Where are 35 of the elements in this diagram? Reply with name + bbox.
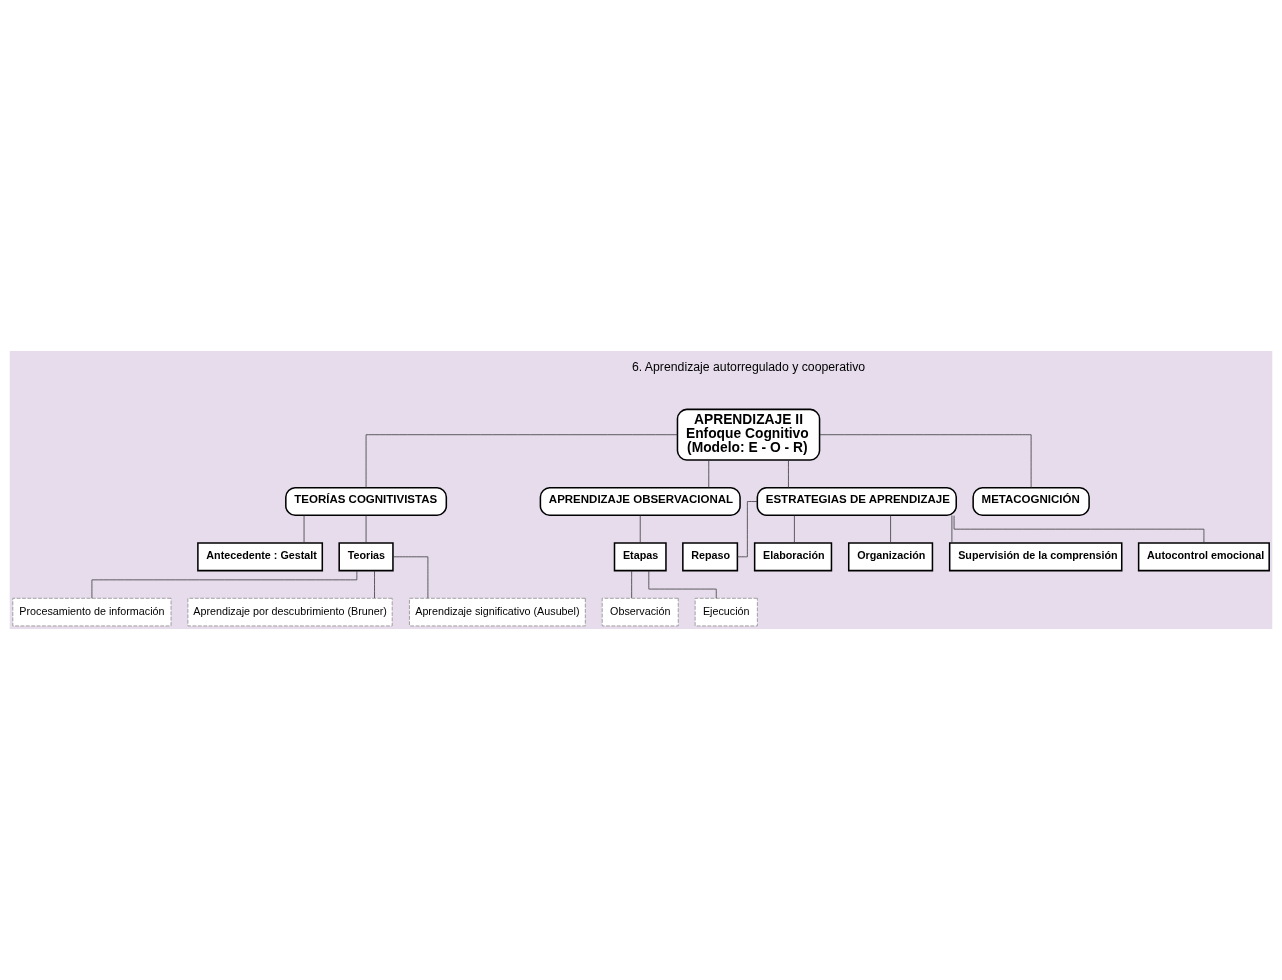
node-box: Aprendizaje por descubrimiento (Bruner): [187, 597, 393, 627]
connector: [890, 515, 891, 544]
connector: [819, 434, 1032, 489]
node-box: Repaso: [682, 542, 739, 572]
connector: [374, 570, 375, 599]
node-box: APRENDIZAJE II Enfoque Cognitivo (Modelo: E - O - R): [676, 408, 821, 461]
node-box: Teorias: [338, 542, 394, 572]
node-box: Ejecución: [694, 597, 758, 627]
connector: [639, 515, 641, 544]
connector: [303, 515, 305, 544]
connector: [794, 515, 795, 544]
node-box: Autocontrol emocional: [1137, 542, 1270, 572]
node-box: Procesamiento de información: [12, 597, 172, 627]
connector: [631, 570, 633, 599]
connector: [365, 515, 367, 544]
connector: [392, 556, 429, 599]
connector: [365, 434, 678, 489]
node-box: METACOGNICIÓN: [972, 486, 1090, 517]
connector: [788, 459, 789, 488]
connector: [648, 570, 717, 599]
label: 6. Aprendizaje autorregulado y cooperativo: [631, 359, 866, 374]
connector: [951, 515, 953, 544]
connector: [708, 459, 710, 488]
node-box: Organización: [847, 542, 934, 572]
node-box: ESTRATEGIAS DE APRENDIZAJE: [756, 486, 957, 517]
node-box: Aprendizaje significativo (Ausubel): [409, 597, 586, 627]
node-box: Supervisión de la comprensión: [948, 542, 1123, 572]
node-box: APRENDIZAJE OBSERVACIONAL: [539, 486, 741, 517]
connector: [737, 501, 758, 558]
node-box: TEORÍAS COGNITIVISTAS: [285, 486, 448, 517]
connector: [91, 570, 358, 599]
node-box: Antecedente : Gestalt: [197, 542, 324, 572]
node-box: Elaboración: [753, 542, 833, 572]
node-box: Etapas: [613, 542, 667, 572]
node-box: Observación: [601, 597, 679, 627]
